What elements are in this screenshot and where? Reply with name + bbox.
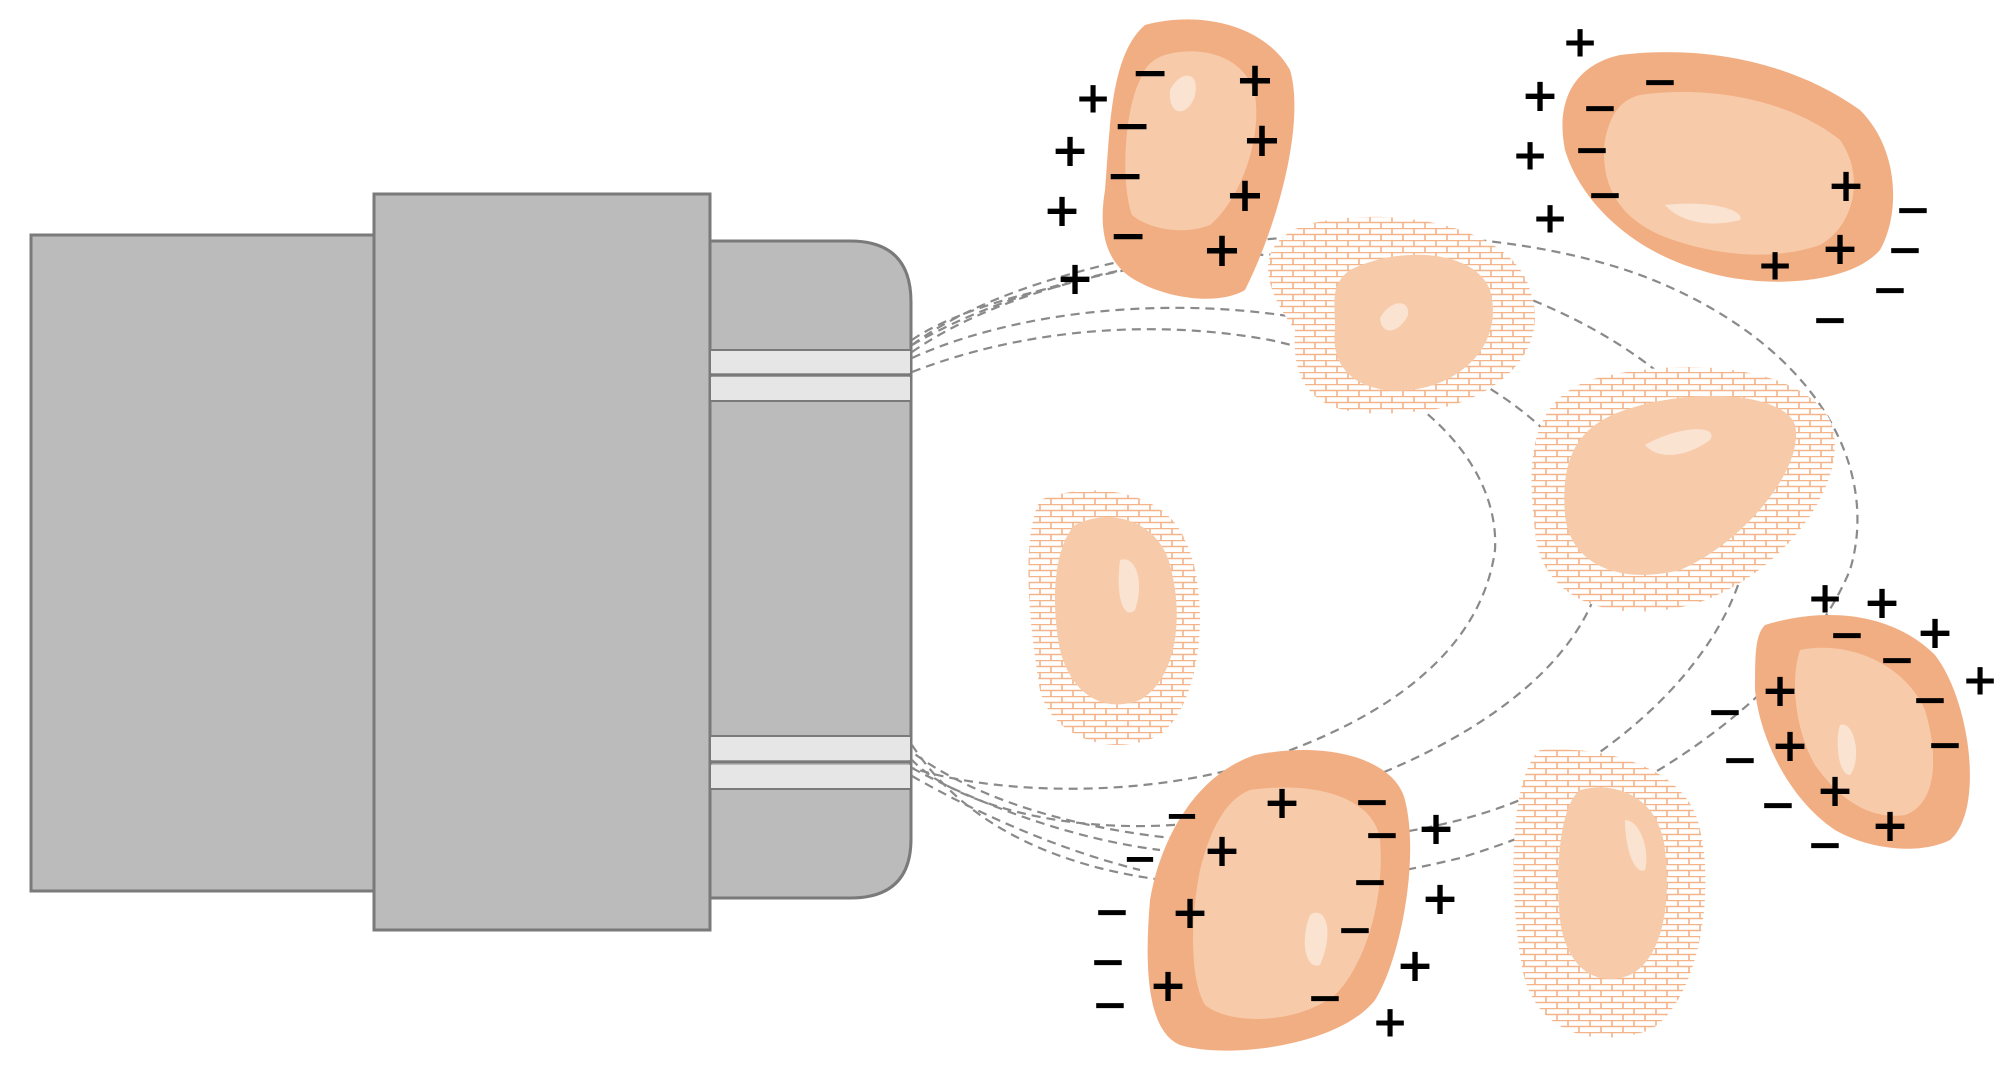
positive-charge-symbol: +: [1372, 997, 1409, 1048]
negative-charge-symbol: −: [1760, 780, 1797, 831]
negative-charge-symbol: −: [1092, 980, 1129, 1031]
device-rear-block: [29, 233, 378, 893]
positive-charge-symbol: +: [1043, 183, 1082, 237]
negative-charge-symbol: −: [1872, 265, 1909, 316]
positive-charge-symbol: +: [1171, 885, 1210, 939]
positive-charge-symbol: +: [1417, 801, 1456, 855]
positive-charge-symbol: +: [1916, 605, 1955, 659]
positive-charge-symbol: +: [1235, 52, 1275, 108]
negative-charge-symbol: −: [1113, 98, 1152, 152]
positive-charge-symbol: +: [1562, 17, 1599, 68]
negative-charge-symbol: −: [1109, 208, 1148, 262]
neutral-particle-left-center: [1028, 490, 1200, 745]
field-line: [911, 283, 1066, 341]
positive-charge-symbol: +: [1827, 158, 1866, 212]
lower-electrode: [711, 735, 910, 790]
negative-charge-symbol: −: [1364, 810, 1401, 861]
negative-charge-symbol: −: [1887, 225, 1924, 276]
positive-charge-symbol: +: [1962, 655, 1999, 706]
positive-charge-symbol: +: [1396, 938, 1435, 992]
negative-charge-symbol: −: [1307, 973, 1344, 1024]
positive-charge-symbol: +: [1761, 663, 1800, 717]
neutral-particle-lower-right: [1513, 749, 1706, 1038]
positive-charge-symbol: +: [1771, 718, 1810, 772]
positive-charge-symbol: +: [1225, 167, 1265, 223]
device-nozzle: [708, 239, 913, 900]
positive-charge-symbol: +: [1521, 68, 1560, 122]
negative-charge-symbol: −: [1722, 735, 1759, 786]
charged-particle-top-right: [1562, 52, 1894, 282]
device-main-block: [372, 192, 712, 932]
positive-charge-symbol: +: [1871, 798, 1910, 852]
positive-charge-symbol: +: [1149, 958, 1188, 1012]
negative-charge-symbol: −: [1642, 57, 1679, 108]
negative-charge-symbol: −: [1352, 857, 1389, 908]
negative-charge-symbol: −: [1879, 635, 1916, 686]
positive-charge-symbol: +: [1421, 871, 1460, 925]
negative-charge-symbol: −: [1574, 125, 1611, 176]
negative-charge-symbol: −: [1106, 148, 1145, 202]
charge-symbols: ++++−−−−++++++++−−−−+++−−−−++++−−−−++++−…: [1043, 17, 1999, 1048]
positive-charge-symbol: +: [1816, 763, 1855, 817]
field-line: [911, 306, 1604, 828]
positive-charge-symbol: +: [1242, 112, 1282, 168]
negative-charge-symbol: −: [1707, 687, 1744, 738]
positive-charge-symbol: +: [1821, 221, 1860, 275]
positive-charge-symbol: +: [1203, 823, 1242, 877]
negative-charge-symbol: −: [1122, 834, 1157, 883]
negative-charge-symbol: −: [1807, 820, 1844, 871]
negative-charge-symbol: −: [1354, 777, 1391, 828]
negative-charge-symbol: −: [1094, 887, 1131, 938]
positive-charge-symbol: +: [1532, 193, 1569, 244]
negative-charge-symbol: −: [1829, 610, 1866, 661]
positive-charge-symbol: +: [1051, 123, 1090, 177]
field-line: [911, 328, 1497, 790]
negative-charge-symbol: −: [1164, 791, 1199, 840]
upper-electrode: [711, 349, 910, 402]
field-line: [911, 775, 1141, 872]
positive-charge-symbol: +: [1863, 575, 1902, 629]
negative-charge-symbol: −: [1582, 83, 1619, 134]
negative-charge-symbol: −: [1131, 45, 1170, 99]
negative-charge-symbol: −: [1895, 185, 1932, 236]
positive-charge-symbol: +: [1512, 130, 1549, 181]
negative-charge-symbol: −: [1912, 675, 1949, 726]
positive-charge-symbol: +: [1807, 573, 1844, 624]
negative-charge-symbol: −: [1927, 720, 1964, 771]
negative-charge-symbol: −: [1587, 170, 1624, 221]
positive-charge-symbol: +: [1056, 251, 1095, 305]
positive-charge-symbol: +: [1075, 73, 1112, 124]
positive-charge-symbol: +: [1263, 775, 1302, 829]
charged-particle-bottom-center: [1147, 750, 1411, 1051]
charged-particle-mid-right: [1755, 615, 1970, 849]
charged-particle-top-left: [1102, 19, 1295, 299]
ionizer-device: [29, 192, 913, 932]
positive-charge-symbol: +: [1202, 222, 1242, 278]
negative-charge-symbol: −: [1337, 905, 1374, 956]
neutral-particle-upper-center: [1268, 216, 1535, 414]
negative-charge-symbol: −: [1812, 295, 1849, 346]
negative-charge-symbol: −: [1090, 937, 1127, 988]
field-line: [911, 767, 1161, 852]
positive-charge-symbol: +: [1757, 240, 1794, 291]
neutral-particle-center-right: [1531, 367, 1835, 612]
